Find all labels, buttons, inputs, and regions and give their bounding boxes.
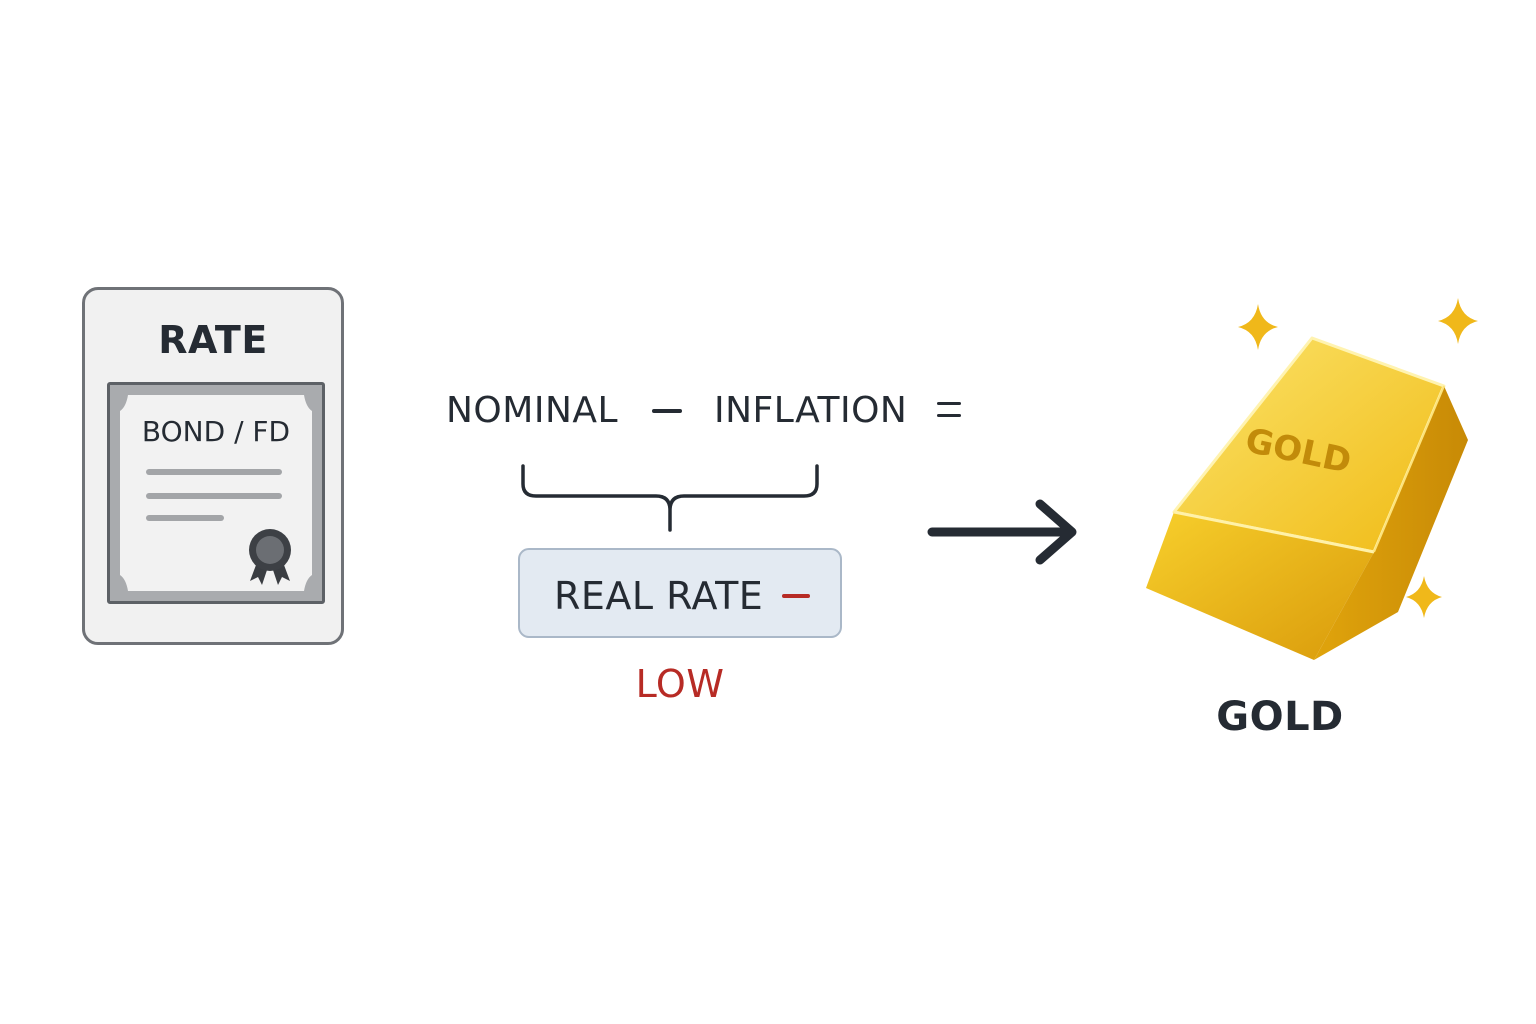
minus-operator (652, 409, 682, 413)
real-rate-level: LOW (635, 662, 725, 706)
award-seal-icon (249, 529, 291, 585)
sparkle-icon (1238, 304, 1278, 350)
bond-card-title: RATE (158, 318, 268, 362)
arrow-right-icon (927, 499, 1077, 565)
certificate-paper-icon (120, 395, 312, 591)
certificate-label: BOND / FD (141, 415, 291, 448)
bond-card: RATE BOND / FD (82, 287, 344, 645)
equals-operator-top (937, 402, 961, 405)
sparkle-icon (1406, 576, 1442, 618)
underbrace-icon (521, 464, 819, 532)
real-rate-label: REAL RATE (554, 574, 764, 618)
equation-term-nominal: NOMINAL (446, 390, 619, 431)
bond-certificate: BOND / FD (107, 382, 325, 604)
negative-sign (782, 594, 810, 598)
real-rate-box: REAL RATE (518, 548, 842, 638)
gold-label: GOLD (1216, 694, 1344, 740)
equation-term-inflation: INFLATION (714, 390, 908, 431)
sparkle-icon (1438, 298, 1478, 344)
gold-bar-icon: GOLD (1146, 336, 1468, 660)
equals-operator-bottom (937, 414, 961, 417)
